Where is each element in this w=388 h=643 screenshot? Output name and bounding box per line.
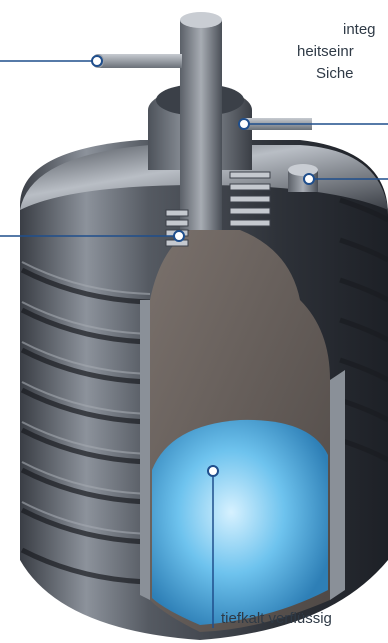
center-pipe bbox=[180, 20, 222, 230]
pipe-top bbox=[180, 12, 222, 28]
callout-dot-bellows bbox=[174, 231, 184, 241]
annotation-line-1: integ bbox=[343, 19, 376, 40]
left-side-pipe bbox=[98, 54, 182, 68]
callout-dot-left-pipe bbox=[92, 56, 102, 66]
annotation-line-2: heitseinr bbox=[297, 41, 354, 62]
annotation-line-3: Siche bbox=[316, 63, 354, 84]
cryogenic-liquid bbox=[152, 420, 328, 625]
callout-dot-right-pipe bbox=[239, 119, 249, 129]
callout-dot-valve bbox=[304, 174, 314, 184]
callout-dot-liquid bbox=[208, 466, 218, 476]
bottom-annotation-label: tiefkalt verflüssig bbox=[221, 608, 332, 629]
